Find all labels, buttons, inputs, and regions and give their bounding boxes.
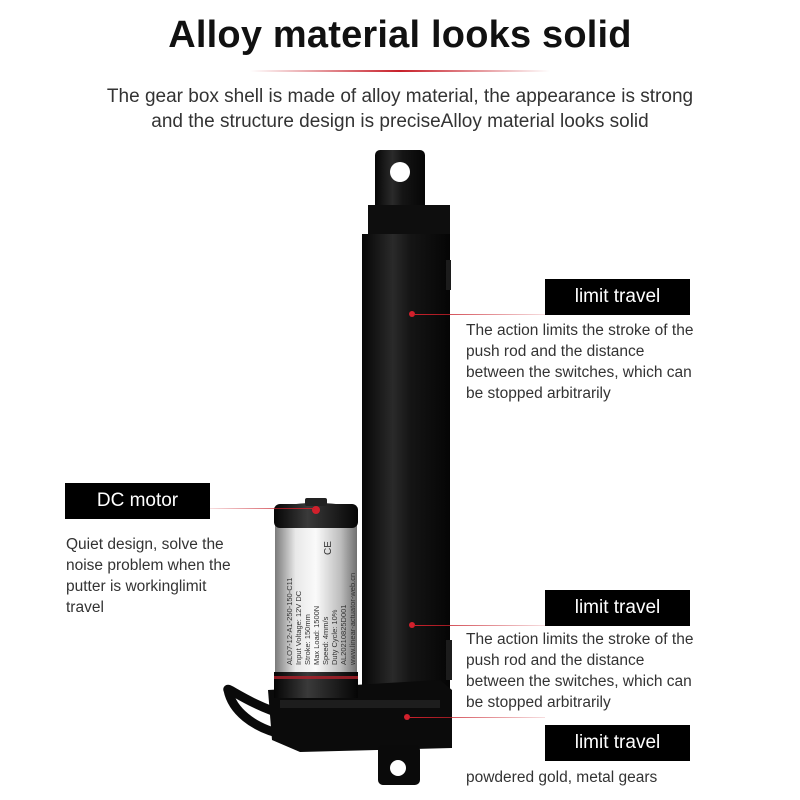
leader-line xyxy=(410,717,545,718)
nameplate-line: Stroke: 150mm xyxy=(303,614,312,665)
motor-nameplate: ALO7-12-A1-250-150-C11 Input Voltage: 12… xyxy=(285,573,357,666)
nameplate-line: ALO7-12-A1-250-150-C11 xyxy=(285,578,294,665)
nameplate-line: Speed: 4mm/s xyxy=(321,616,330,665)
nameplate-line: AL20210825D001 xyxy=(339,605,348,665)
description-line: push rod and the distance xyxy=(466,343,645,360)
marker-dot xyxy=(409,622,415,628)
description-line: powdered gold, metal gears xyxy=(466,769,658,786)
leader-line xyxy=(415,625,545,626)
description-line: The action limits the stroke of the xyxy=(466,322,694,339)
title-underline xyxy=(250,70,550,72)
callout-description: The action limits the stroke of the push… xyxy=(466,629,766,713)
page-title: Alloy material looks solid xyxy=(168,14,632,56)
callout-label: limit travel xyxy=(545,590,690,626)
description-line: The action limits the stroke of the xyxy=(466,631,694,648)
dc-motor: ALO7-12-A1-250-150-C11 Input Voltage: 12… xyxy=(274,498,358,698)
callout-description: powdered gold, metal gears xyxy=(466,767,766,788)
leader-line xyxy=(210,508,315,509)
description-line: putter is workinglimit xyxy=(66,578,207,595)
page-subtitle: The gear box shell is made of alloy mate… xyxy=(40,84,760,134)
leader-line xyxy=(415,314,545,315)
description-line: travel xyxy=(66,599,104,616)
callout-label: DC motor xyxy=(65,483,210,519)
nameplate-line: Duty Cycle: 10% xyxy=(330,609,339,665)
description-line: be stopped arbitrarily xyxy=(466,385,611,402)
callout-label: limit travel xyxy=(545,725,690,761)
subtitle-line-1: The gear box shell is made of alloy mate… xyxy=(106,86,694,107)
svg-text:CE: CE xyxy=(323,541,334,555)
subtitle-line-2: and the structure design is preciseAlloy… xyxy=(151,111,649,132)
description-line: be stopped arbitrarily xyxy=(466,694,611,711)
description-line: between the switches, which can xyxy=(466,364,692,381)
marker-dot xyxy=(409,311,415,317)
nameplate-line: www.linear-actuator-web.cn xyxy=(348,573,357,666)
description-line: noise problem when the xyxy=(66,557,231,574)
marker-dot xyxy=(404,714,410,720)
description-line: between the switches, which can xyxy=(466,673,692,690)
rod-eye-top xyxy=(375,150,425,210)
power-cable xyxy=(223,684,290,740)
description-line: push rod and the distance xyxy=(466,652,645,669)
description-line: Quiet design, solve the xyxy=(66,536,224,553)
callout-description: Quiet design, solve the noise problem wh… xyxy=(66,534,266,618)
actuator-tube xyxy=(362,205,452,704)
callout-description: The action limits the stroke of the push… xyxy=(466,320,766,404)
callout-label: limit travel xyxy=(545,279,690,315)
ce-mark-icon: CE xyxy=(323,541,334,555)
nameplate-line: Max Load: 1500N xyxy=(312,606,321,665)
nameplate-line: Input Voltage: 12V DC xyxy=(294,590,303,665)
